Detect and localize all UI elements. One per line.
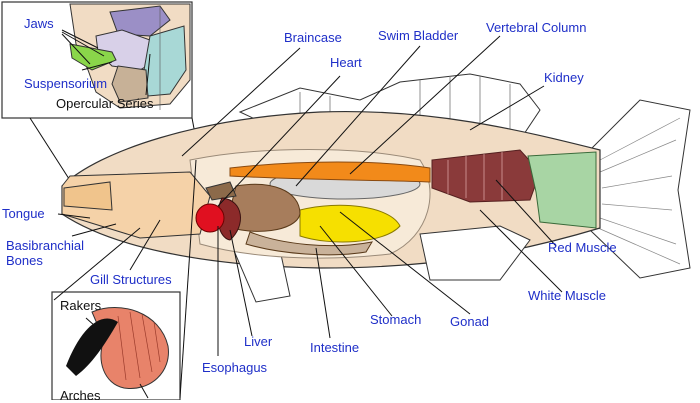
label-tongue: Tongue xyxy=(2,206,45,221)
gill-inset xyxy=(51,291,181,400)
label-kidney: Kidney xyxy=(544,70,584,85)
label-suspensorium: Suspensorium xyxy=(24,76,108,91)
label-white-muscle: White Muscle xyxy=(528,288,607,303)
label-heart: Heart xyxy=(330,55,362,70)
label-arches: Arches xyxy=(60,388,101,403)
label-stomach: Stomach xyxy=(370,312,422,327)
label-gonad: Gonad xyxy=(450,314,490,329)
label-basibranchial-bones: Basibranchial Bones xyxy=(6,238,85,268)
skull-inset xyxy=(1,1,193,119)
label-swim-bladder: Swim Bladder xyxy=(378,28,459,43)
label-opercular-series: Opercular Series xyxy=(56,96,154,111)
label-braincase: Braincase xyxy=(284,30,342,45)
label-gill-structures: Gill Structures xyxy=(90,272,172,287)
label-jaws: Jaws xyxy=(24,16,54,31)
label-intestine: Intestine xyxy=(310,340,360,355)
label-red-muscle: Red Muscle xyxy=(548,240,617,255)
label-liver: Liver xyxy=(244,334,273,349)
label-rakers: Rakers xyxy=(60,298,102,313)
label-esophagus: Esophagus xyxy=(202,360,268,375)
fish-body xyxy=(61,73,691,303)
body-leaders xyxy=(53,35,563,399)
label-vertebral-column: Vertebral Column xyxy=(486,20,587,35)
